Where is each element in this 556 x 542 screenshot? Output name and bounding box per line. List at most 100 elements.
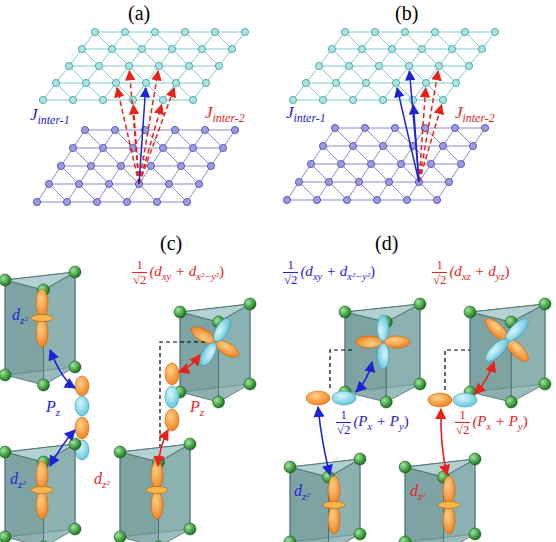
orbital-lobe (377, 315, 389, 341)
lattice-bond (85, 130, 115, 131)
symbol: + d (474, 263, 495, 279)
subscript: y (399, 421, 404, 432)
label-group: Jinter-2 (455, 104, 495, 125)
lattice-bond (155, 32, 185, 33)
lattice-bond (332, 49, 362, 50)
lattice-bond (379, 66, 409, 67)
lattice-bond (172, 49, 202, 50)
exchange-arrow (397, 88, 419, 182)
label-group: dz² (410, 482, 426, 502)
lattice-atom (392, 79, 399, 86)
chalcogen-atom (539, 298, 551, 310)
lattice-bond (465, 32, 495, 33)
chalcogen-atom (38, 379, 50, 391)
lattice-atom (75, 180, 82, 187)
lattice-atom (391, 124, 398, 131)
lattice-atom (343, 196, 350, 203)
lattice-bond (112, 49, 142, 50)
lattice-atom (349, 96, 356, 103)
lattice-bond (61, 166, 91, 167)
lattice-atom (355, 178, 362, 185)
lattice-bond (383, 146, 413, 147)
lattice-bond (139, 184, 169, 185)
lattice-atom (112, 79, 119, 86)
lattice-bond (163, 148, 193, 149)
lattice-atom (207, 162, 214, 169)
orbital-lobe (36, 289, 48, 317)
subscript: x²−y² (196, 271, 219, 282)
lattice-bond (151, 166, 181, 167)
lattice-atom (371, 28, 378, 35)
chalcogen-atom (464, 306, 476, 318)
symbol: + P (376, 413, 399, 429)
lattice-bond (293, 100, 323, 101)
subscript: yz (496, 271, 505, 282)
lattice-bond (73, 148, 103, 149)
chalcogen-atom (0, 531, 11, 542)
subscript: inter-1 (294, 111, 326, 125)
label-group: Pz (190, 398, 204, 418)
lattice-bond (306, 83, 336, 84)
numerator: 1 (336, 408, 351, 422)
label-group: Jinter-1 (286, 104, 326, 125)
lattice-atom (219, 144, 226, 151)
fraction: 1√2 (432, 258, 447, 287)
lattice-atom (87, 162, 94, 169)
lattice-bond (422, 49, 452, 50)
hopping-arrow (179, 355, 200, 372)
panel-label: (d) (375, 232, 398, 254)
lattice-bond (362, 49, 392, 50)
lattice-atom (39, 96, 46, 103)
lattice-bond (97, 202, 127, 203)
lattice-bond (49, 184, 79, 185)
lattice-bond (377, 200, 407, 201)
hopping-arrow (318, 407, 330, 475)
lattice-bond (365, 128, 395, 129)
lattice-atom (153, 198, 160, 205)
lattice-bond (205, 130, 235, 131)
lattice-atom (52, 79, 59, 86)
bracket: ) (505, 263, 510, 279)
lattice-atom (168, 45, 175, 52)
lattice-atom (45, 180, 52, 187)
label-group: Pz (46, 398, 60, 418)
lattice-bond (103, 148, 133, 149)
orbital-lobe (332, 391, 356, 405)
orbital-lobe (306, 391, 330, 405)
orbital-lobe (75, 376, 89, 396)
symbol: (P (353, 413, 367, 429)
lattice-atom (481, 124, 488, 131)
chalcogen-atom (69, 523, 81, 535)
lattice-atom (461, 28, 468, 35)
exchange-arrow (419, 105, 442, 182)
chalcogen-atom (539, 378, 551, 390)
subscript: z (56, 406, 60, 418)
label-group: 1√2(Px+ Py) (455, 408, 528, 437)
chalcogen-atom (505, 396, 517, 408)
subscript: xy (313, 271, 322, 282)
lattice-bond (341, 164, 371, 165)
exchange-arrow (413, 105, 419, 182)
lattice-atom (385, 178, 392, 185)
chalcogen-atom (339, 306, 351, 318)
lattice-atom (183, 198, 190, 205)
lattice-bond (159, 66, 189, 67)
orbital-lobe (482, 335, 512, 365)
lattice-atom (69, 144, 76, 151)
lattice-atom (125, 62, 132, 69)
lattice-bond (419, 182, 449, 183)
orbital-lobe (165, 409, 179, 431)
lattice-atom (367, 160, 374, 167)
hopping-arrow (158, 430, 168, 466)
lattice-atom (138, 45, 145, 52)
lattice-atom (422, 79, 429, 86)
numerator: 1 (283, 258, 298, 272)
orbital-lobe (428, 393, 452, 407)
lattice-bond (405, 32, 435, 33)
lattice-atom (452, 79, 459, 86)
lattice-bond (389, 182, 419, 183)
hopping-arrow (50, 350, 75, 388)
lattice-atom (439, 142, 446, 149)
lattice-atom (325, 178, 332, 185)
lattice-bond (109, 184, 139, 185)
